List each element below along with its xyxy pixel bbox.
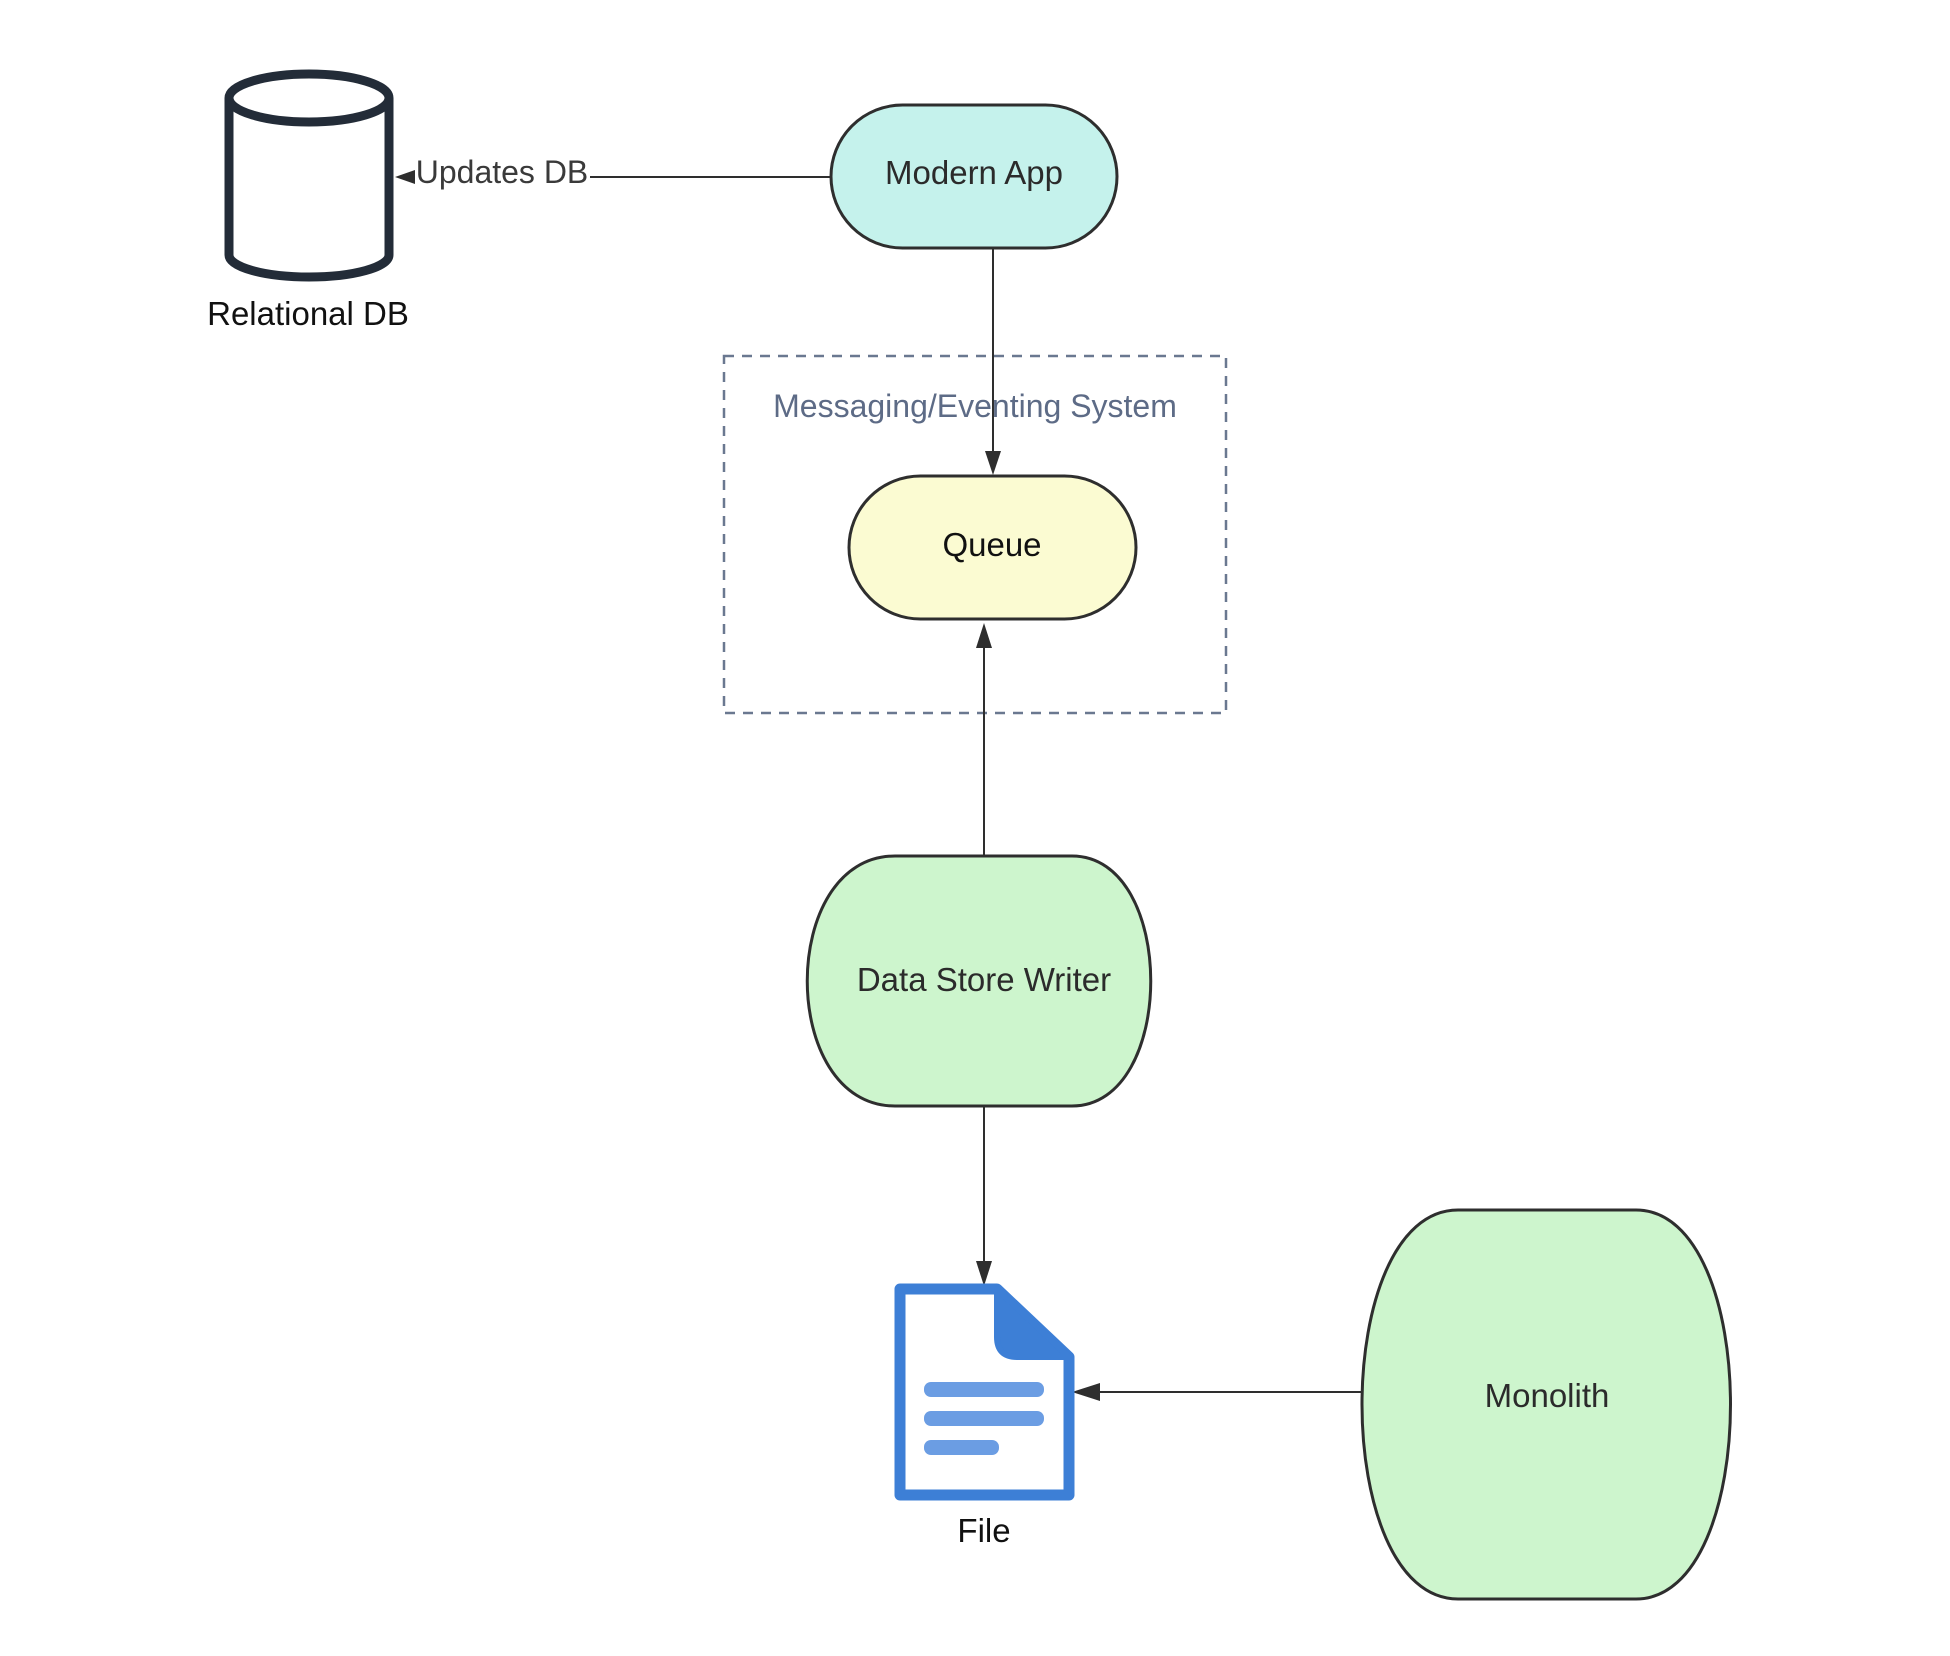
updates-db-label: Updates DB	[416, 154, 589, 190]
arrow-head-icon	[976, 1261, 992, 1286]
edge-modern-app-to-db[interactable]: Updates DB	[395, 153, 831, 197]
queue-node[interactable]: Queue	[847, 474, 1138, 621]
arrow-head-icon	[976, 623, 992, 648]
data-store-writer-label: Data Store Writer	[857, 961, 1111, 998]
modern-app-label: Modern App	[885, 154, 1063, 191]
relational-db-node[interactable]: Relational DB	[207, 69, 409, 332]
messaging-system-label: Messaging/Eventing System	[773, 388, 1177, 424]
edge-monolith-to-file[interactable]	[1072, 1383, 1369, 1401]
monolith-label: Monolith	[1485, 1377, 1610, 1414]
monolith-node[interactable]: Monolith	[1360, 1208, 1732, 1601]
arrow-head-icon	[985, 451, 1001, 475]
file-icon	[894, 1283, 1075, 1501]
modern-app-node[interactable]: Modern App	[829, 103, 1119, 250]
queue-label: Queue	[942, 526, 1041, 563]
arrow-head-icon	[1072, 1383, 1100, 1401]
database-icon	[224, 69, 394, 282]
edge-writer-to-file[interactable]	[976, 1106, 992, 1286]
data-store-writer-node[interactable]: Data Store Writer	[805, 854, 1153, 1108]
messaging-system-container[interactable]: Messaging/Eventing System	[722, 354, 1228, 715]
arrow-head-icon	[395, 170, 415, 184]
edge-writer-to-queue[interactable]	[976, 623, 992, 855]
file-label: File	[957, 1512, 1010, 1549]
edge-modern-app-to-queue[interactable]	[985, 248, 1001, 475]
relational-db-label: Relational DB	[207, 295, 409, 332]
file-node[interactable]: File	[894, 1283, 1075, 1549]
